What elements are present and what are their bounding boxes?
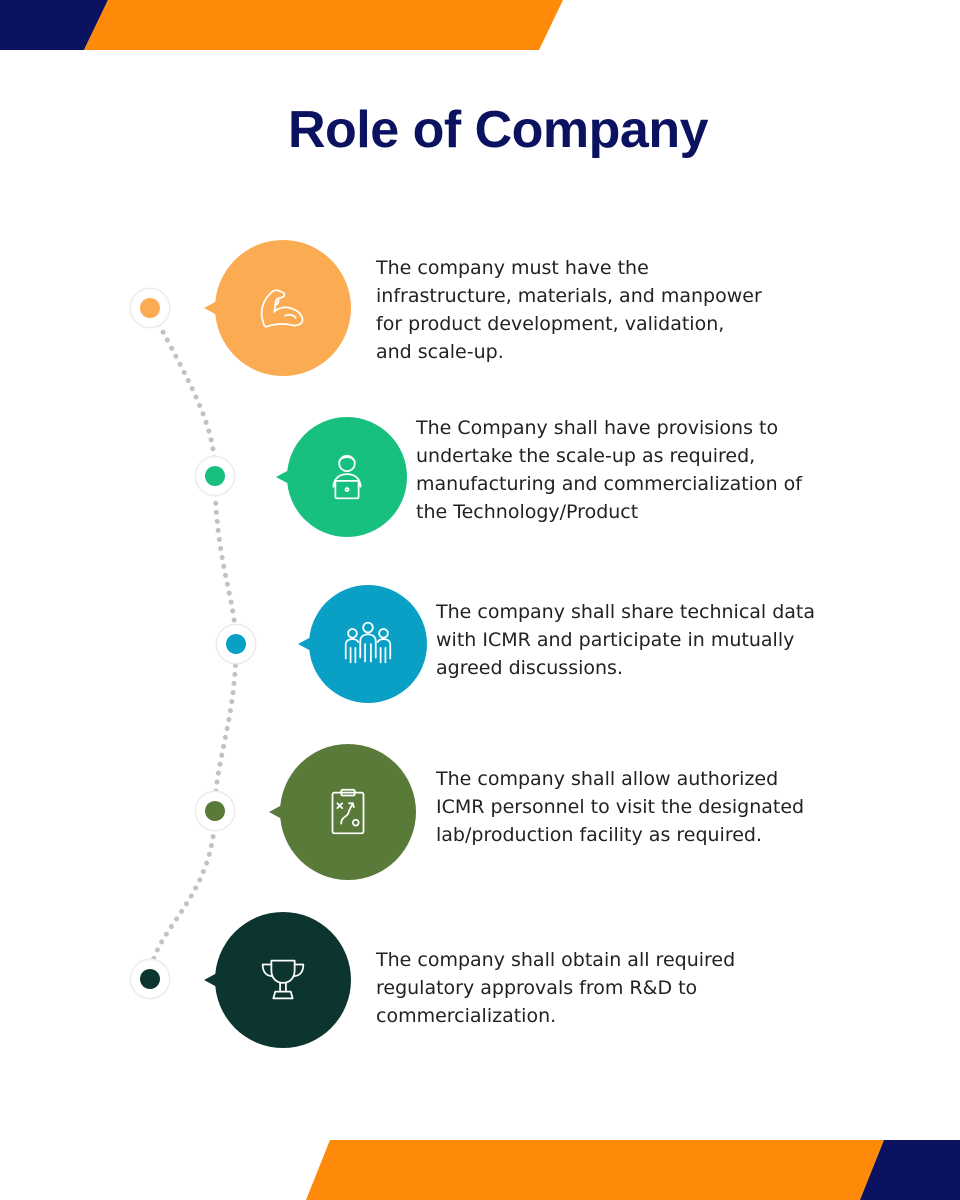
bubble-scale-up [276, 417, 407, 537]
item-3-text: The company shall share technical data w… [436, 601, 816, 679]
node-dot [140, 298, 160, 318]
item-4-text: The company shall allow authorized ICMR … [436, 768, 805, 846]
timeline-node-1 [131, 289, 169, 327]
bubble-infrastructure [204, 240, 351, 376]
timeline-node-3 [217, 625, 255, 663]
bubble-technical-data [298, 585, 427, 703]
strategy-clipboard-icon [331, 788, 365, 835]
node-dot [140, 969, 160, 989]
person-laptop-icon [332, 454, 362, 500]
item-5-text: The company shall obtain all required re… [376, 949, 736, 1027]
item-1-text: The company must have the infrastructure… [376, 257, 762, 363]
trophy-icon [261, 959, 305, 1000]
bubble-regulatory-approvals [204, 912, 351, 1048]
timeline-node-4 [196, 792, 234, 830]
team-icon [344, 621, 392, 664]
flexed-arm-icon [260, 289, 304, 328]
bottom-banner-decoration [306, 1140, 960, 1200]
node-dot [226, 634, 246, 654]
node-dot [205, 466, 225, 486]
timeline-node-2 [196, 457, 234, 495]
timeline-node-5 [131, 960, 169, 998]
item-2-text: The Company shall have provisions to und… [416, 417, 802, 523]
top-banner-decoration [0, 0, 563, 50]
page-title: Role of Company [287, 101, 709, 159]
bubble-facility-visit [269, 744, 416, 880]
node-dot [205, 801, 225, 821]
